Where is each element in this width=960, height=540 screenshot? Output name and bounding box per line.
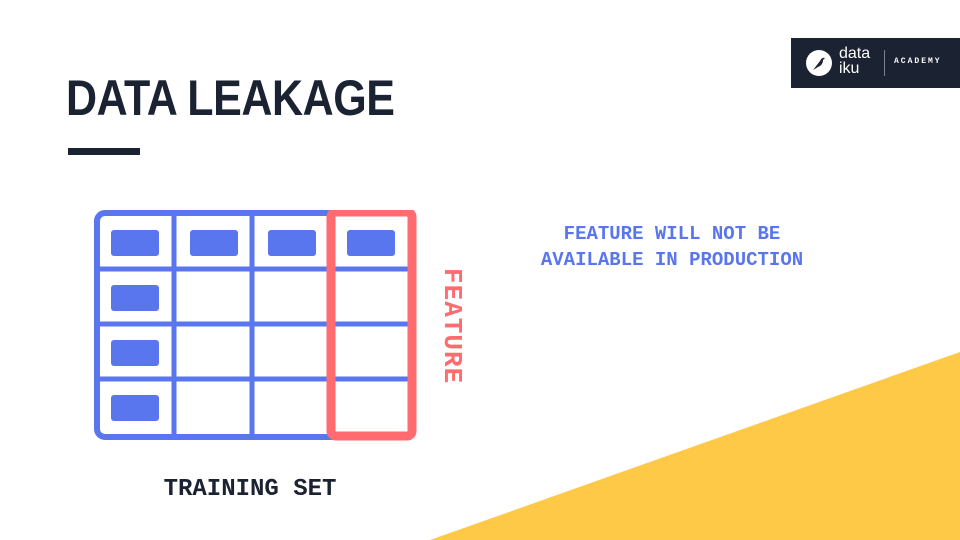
- dataiku-academy-logo: data iku ACADEMY: [791, 38, 960, 88]
- feature-column-highlight: [326, 210, 417, 441]
- training-set-caption: TRAINING SET: [163, 476, 337, 503]
- logo-academy-tag: ACADEMY: [894, 57, 942, 66]
- bird-icon: [806, 50, 832, 76]
- leakage-callout: FEATURE WILL NOT BE AVAILABLE IN PRODUCT…: [540, 223, 804, 271]
- logo-divider: [884, 50, 885, 76]
- training-table-diagram: [94, 210, 417, 441]
- logo-word-iku: iku: [839, 60, 860, 77]
- title-underline: [68, 148, 140, 155]
- feature-label: FEATURE: [437, 268, 467, 385]
- logo-wordmark: data iku: [839, 45, 871, 77]
- page-title: DATA LEAKAGE: [66, 70, 395, 126]
- logo-word-data: data: [839, 45, 871, 62]
